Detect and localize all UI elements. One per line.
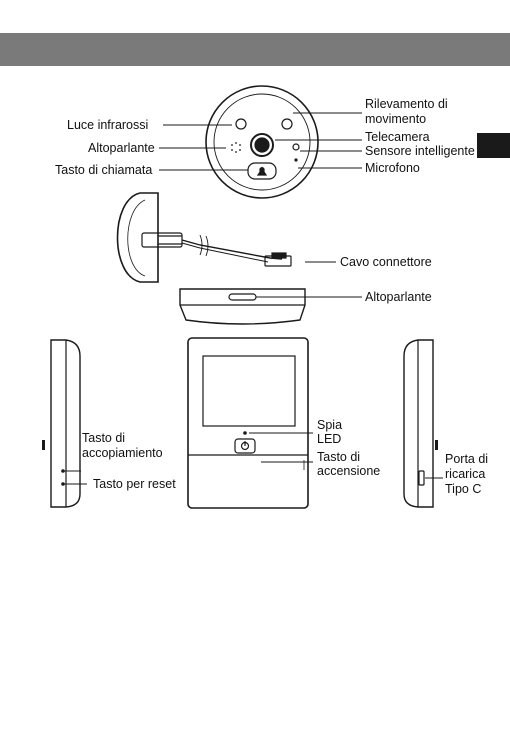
label-reset: Tasto per reset [93, 477, 176, 491]
label-front-speaker: Altoparlante [88, 141, 155, 155]
label-connector-cable: Cavo connettore [340, 255, 432, 269]
top-view-unit [180, 289, 305, 324]
label-motion-detection-1: Rilevamento di [365, 97, 448, 111]
label-led-2: LED [317, 432, 341, 446]
label-motion-detection-2: movimento [365, 112, 426, 126]
label-microphone: Microfono [365, 161, 420, 175]
label-power-2: accensione [317, 464, 380, 478]
pairing-button-dot [62, 470, 64, 472]
right-side-view [404, 340, 438, 507]
usb-c-port [419, 471, 424, 485]
label-charging-port-3: Tipo C [445, 482, 481, 496]
led-indicator [244, 432, 246, 434]
motion-sensor-right [282, 119, 292, 129]
reset-button-dot [62, 483, 64, 485]
label-power-1: Tasto di [317, 450, 360, 464]
front-unit [206, 86, 318, 198]
speaker-grille [231, 142, 241, 153]
label-led-1: Spia [317, 418, 342, 432]
lcd-screen [203, 356, 295, 426]
side-view-unit [118, 193, 292, 282]
label-camera: Telecamera [365, 130, 430, 144]
label-top-speaker: Altoparlante [365, 290, 432, 304]
label-call-button: Tasto di chiamata [55, 163, 152, 177]
screen-unit [188, 338, 308, 508]
label-infrared-light: Luce infrarossi [67, 118, 148, 132]
label-smart-sensor: Sensore intelligente [365, 144, 475, 158]
top-speaker-slot [229, 294, 256, 300]
label-pairing-2: accopiamiento [82, 446, 163, 460]
motion-sensor-left [236, 119, 246, 129]
label-charging-port-1: Porta di [445, 452, 488, 466]
left-side-view [42, 340, 80, 507]
label-charging-port-2: ricarica [445, 467, 485, 481]
label-pairing-1: Tasto di [82, 431, 125, 445]
smart-sensor [293, 144, 299, 150]
microphone [295, 159, 297, 161]
